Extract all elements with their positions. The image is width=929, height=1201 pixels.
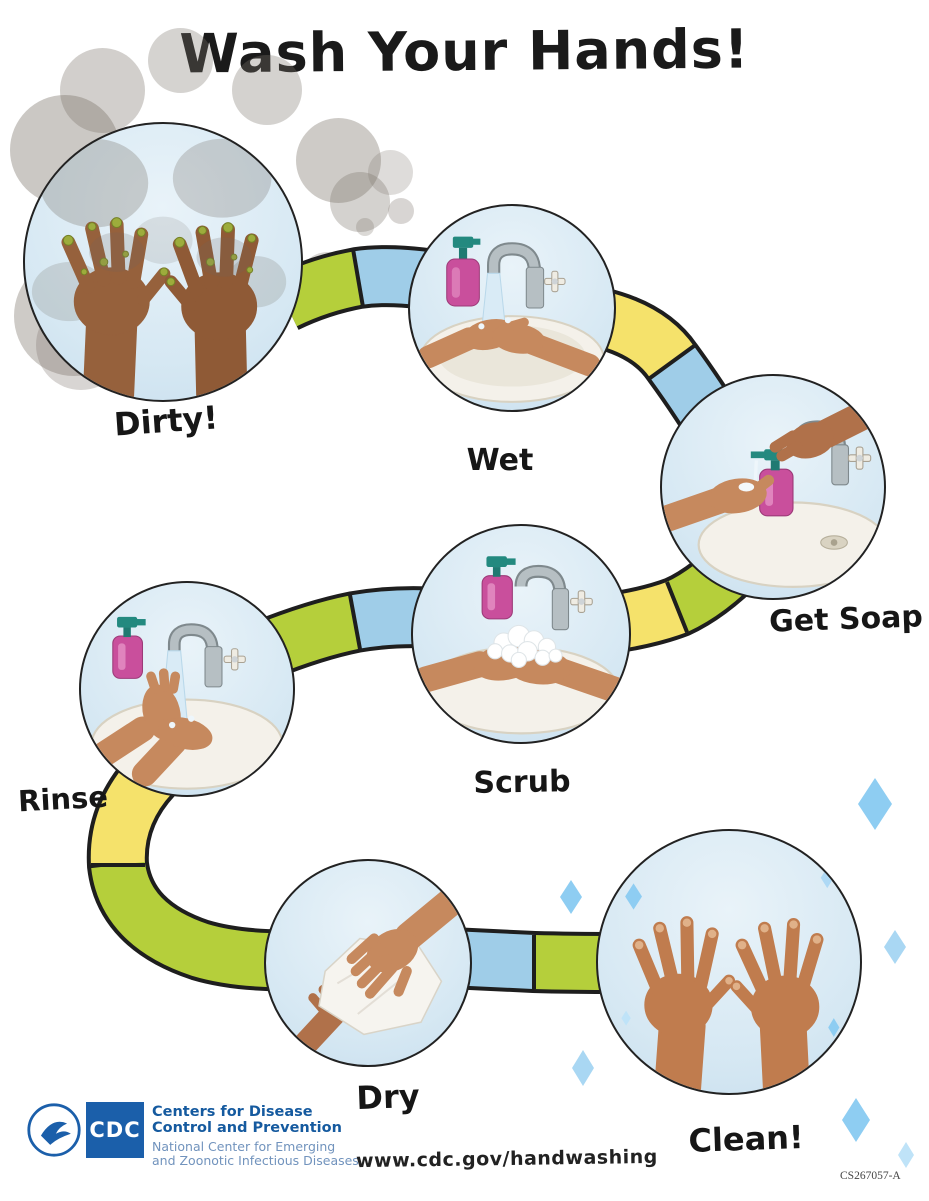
- cdc-url: www.cdc.gov/handwashing: [355, 1145, 658, 1173]
- scrub-hands-illustration: [413, 556, 629, 735]
- soap-dispenser-icon: [446, 236, 481, 307]
- dry-hands-illustration: [294, 883, 470, 1055]
- center-line-1: National Center for Emerging: [152, 1139, 336, 1155]
- cdc-acronym: CDC: [89, 1118, 141, 1142]
- document-id: CS267057-A: [840, 1170, 901, 1182]
- top-hand: [346, 883, 470, 999]
- clean-right-hand: [730, 918, 824, 1093]
- clean-left-hand: [632, 916, 736, 1093]
- wet-hands-illustration: [417, 236, 605, 403]
- rinse-hands-illustration: [81, 616, 284, 790]
- step-label-rinse: Rinse: [17, 779, 109, 819]
- soap-dispenser-icon: [481, 556, 516, 620]
- faucet-icon: [487, 242, 566, 309]
- faucet-handle-icon: [223, 648, 246, 671]
- cupped-hands: [417, 317, 601, 377]
- step-label-dirty: Dirty!: [112, 398, 220, 444]
- step-circle-clean: [596, 829, 862, 1095]
- center-line-2: and Zoonotic Infectious Diseases: [152, 1153, 359, 1169]
- cdc-logo-box: CDC: [86, 1102, 144, 1158]
- agency-text: Centers for Disease Control and Preventi…: [152, 1102, 359, 1168]
- step-circle-dirty: [23, 122, 303, 402]
- step-circle-dry: [264, 859, 472, 1067]
- agency-line-1: Centers for Disease: [152, 1104, 313, 1120]
- soap-drip-icon: [753, 460, 759, 483]
- step-circle-rinse: [79, 581, 295, 797]
- step-label-wet: Wet: [466, 443, 534, 478]
- faucet-handle-icon: [570, 590, 593, 613]
- step-label-scrub: Scrub: [473, 764, 571, 801]
- step-label-dry: Dry: [355, 1076, 421, 1118]
- dirty-hands-illustration: [31, 138, 287, 400]
- step-circle-wet: [408, 204, 616, 412]
- step-circle-get-soap: [660, 374, 886, 600]
- soap-blob-icon: [738, 482, 755, 492]
- hhs-logo: [27, 1103, 81, 1157]
- faucet-icon: [167, 623, 246, 688]
- foam-icon: [486, 624, 563, 669]
- get-soap-illustration: [662, 392, 884, 588]
- germ-icon: [62, 217, 257, 287]
- soap-dispenser-icon: [112, 616, 146, 679]
- step-circle-scrub: [411, 524, 631, 744]
- faucet-icon: [514, 564, 593, 631]
- clean-hands-illustration: [621, 867, 840, 1093]
- cdc-logo: CDC Centers for Disease Control and Prev…: [26, 1102, 359, 1168]
- faucet-handle-icon: [847, 446, 872, 470]
- step-label-clean: Clean!: [687, 1118, 805, 1160]
- agency-line-2: Control and Prevention: [152, 1120, 342, 1137]
- step-label-get-soap: Get Soap: [768, 599, 924, 640]
- faucet-handle-icon: [544, 270, 566, 293]
